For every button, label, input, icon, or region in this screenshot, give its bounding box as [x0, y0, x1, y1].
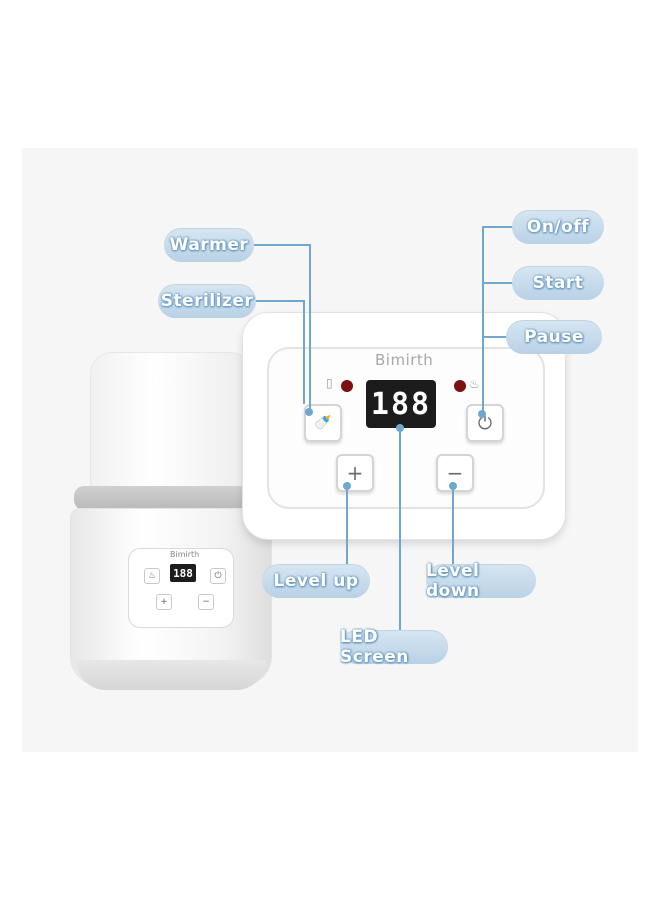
power-connector-dot [478, 410, 486, 418]
power-connector-vertical [482, 226, 484, 412]
sterilizer-connector-vertical [303, 300, 305, 404]
device-led-screen: 188 [170, 564, 196, 582]
start-connector [482, 282, 514, 284]
warmer-rim [74, 486, 274, 510]
warmer-connector-vertical [309, 244, 311, 412]
level-up-button[interactable]: + [336, 454, 374, 492]
sterilizer-connector [254, 300, 304, 302]
device-control-panel [128, 548, 234, 628]
bottle-icon: ▯ [326, 376, 333, 390]
pause-label: Pause [506, 320, 602, 354]
device-brand: Bimirth [170, 550, 200, 559]
minus-icon: − [446, 461, 464, 485]
warmer-body [70, 508, 272, 686]
sterilizer-label: Sterilizer [158, 284, 256, 318]
warmer-sterilizer-button[interactable]: 🍼 [304, 404, 342, 442]
panel-brand: Bimirth [375, 351, 434, 369]
warmer-base [76, 660, 266, 690]
bottle-steam-icon: 🍼 [314, 415, 332, 431]
onoff-label: On/off [512, 210, 604, 244]
device-power-button: ⏻ [210, 568, 226, 584]
start-label: Start [512, 266, 604, 300]
power-button[interactable]: ⏻ [466, 404, 504, 442]
warmer-lid [90, 352, 252, 489]
level-up-label: Level up [262, 564, 370, 598]
led-connector [399, 428, 401, 634]
level-down-label: Level down [426, 561, 536, 601]
led-screen: 188 [366, 380, 436, 428]
warmer-connector [254, 244, 310, 246]
steam-icon: ♨ [469, 377, 480, 391]
led-screen-label: LED Screen [340, 627, 448, 667]
level-down-connector-dot [449, 482, 457, 490]
device-minus-button: − [198, 594, 214, 610]
warmer-connector-dot [305, 408, 313, 416]
pause-connector [482, 336, 514, 338]
sterilizer-indicator-light [454, 380, 466, 392]
level-down-connector [452, 486, 454, 578]
device-plus-button: + [156, 594, 172, 610]
onoff-connector [482, 226, 514, 228]
level-up-connector-dot [343, 482, 351, 490]
warmer-indicator-light [341, 380, 353, 392]
plus-icon: + [346, 461, 364, 485]
warmer-label: Warmer [164, 228, 254, 262]
device-warmer-button: ♨ [144, 568, 160, 584]
led-connector-dot [396, 424, 404, 432]
level-up-connector [346, 486, 348, 578]
